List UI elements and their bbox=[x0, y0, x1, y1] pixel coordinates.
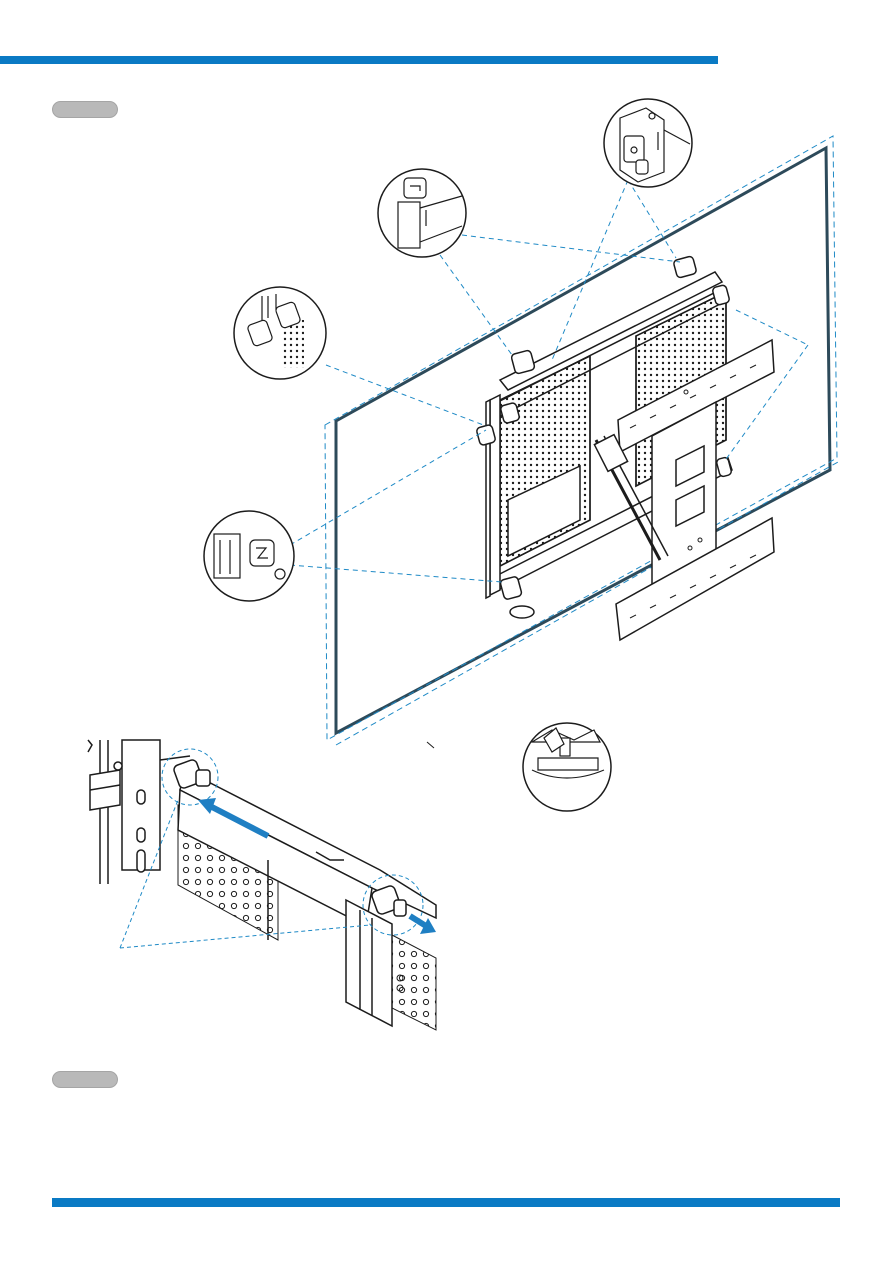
callout-bottom-center bbox=[523, 723, 611, 811]
callout-top-right bbox=[604, 99, 692, 187]
callout-upper-left bbox=[234, 287, 326, 379]
callout-lower-left bbox=[204, 511, 294, 601]
latch-slide-detail bbox=[88, 740, 436, 1030]
callout-top-center bbox=[378, 169, 466, 257]
